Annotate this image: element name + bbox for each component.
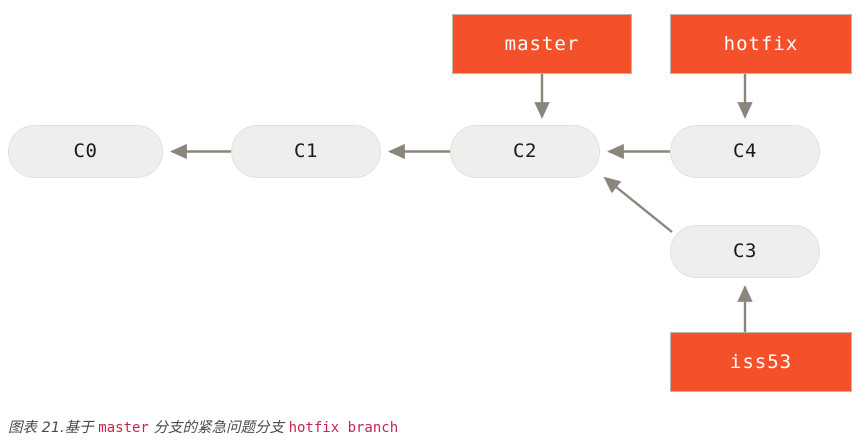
branch-box-hotfix[interactable]: hotfix: [670, 14, 852, 74]
commit-node-c1[interactable]: C1: [231, 125, 381, 178]
edge-layer: [170, 74, 753, 332]
caption-figure-number: 图表 21.: [8, 420, 65, 436]
branch-label-hotfix: hotfix: [723, 32, 799, 55]
commit-node-c3[interactable]: C3: [670, 225, 820, 278]
commit-label-c1: C1: [294, 140, 318, 162]
git-branch-diagram: C0 C1 C2 C4 C3 master hotfix iss53: [8, 14, 852, 392]
caption-text-before: 基于: [64, 420, 94, 436]
branch-box-master[interactable]: master: [452, 14, 632, 74]
branch-label-master: master: [504, 32, 580, 55]
caption-code-master: master: [98, 420, 149, 436]
commit-label-c3: C3: [733, 240, 757, 262]
caption-code-hotfix: hotfix branch: [288, 420, 399, 436]
commit-node-c2[interactable]: C2: [450, 125, 600, 178]
commit-node-c4[interactable]: C4: [670, 125, 820, 178]
figure-caption: 图表 21.基于 master 分支的紧急问题分支 hotfix branch: [8, 418, 398, 439]
commit-label-c2: C2: [513, 140, 537, 162]
caption-text-middle: 分支的紧急问题分支: [153, 420, 284, 436]
branch-box-iss53[interactable]: iss53: [670, 332, 852, 392]
edge-c3-to-c2: [603, 176, 673, 233]
commit-label-c4: C4: [733, 140, 757, 162]
branch-label-iss53: iss53: [729, 350, 793, 373]
commit-node-c0[interactable]: C0: [8, 125, 163, 178]
commit-label-c0: C0: [73, 140, 98, 162]
